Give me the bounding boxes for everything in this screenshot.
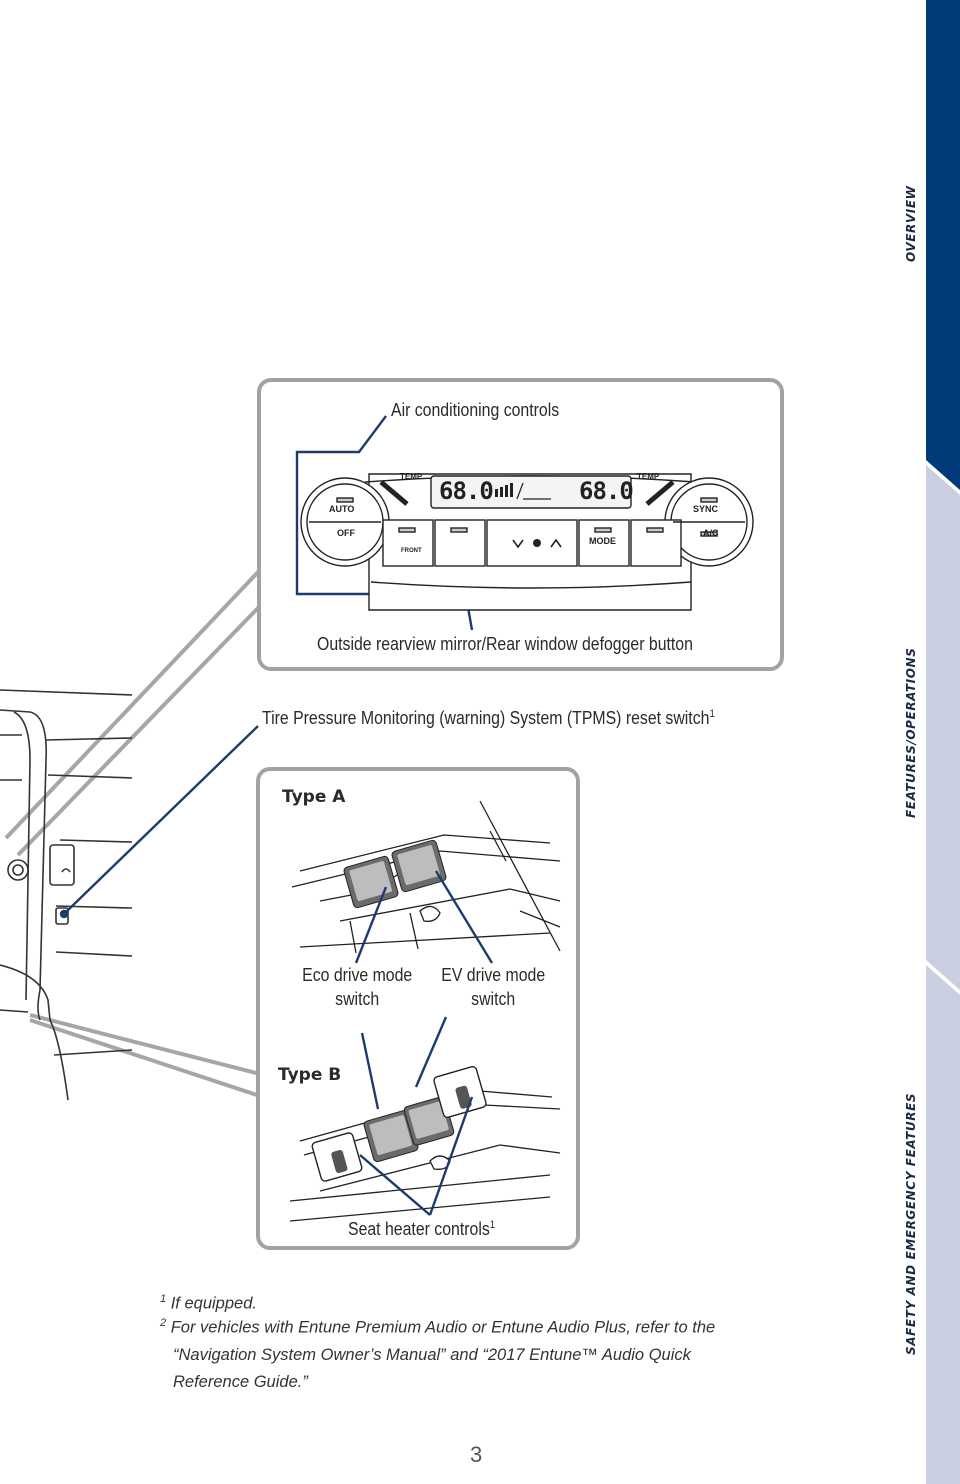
temp-label-left: TEMP — [400, 472, 423, 481]
recirculation-button[interactable] — [630, 519, 682, 567]
ac-bracket-line — [295, 415, 404, 596]
rear-defogger-button[interactable] — [434, 519, 486, 567]
type-b-label: Type B — [278, 1065, 342, 1085]
climate-display — [430, 475, 632, 509]
ac-button-label[interactable]: A/C — [703, 528, 719, 538]
ac-controls-label: Air conditioning controls — [391, 400, 560, 420]
switch-callout-lines — [354, 870, 494, 1216]
type-a-label: Type A — [282, 787, 346, 807]
footnote-2: 2 For vehicles with Entune Premium Audio… — [160, 1317, 716, 1391]
tab-overview-bg — [926, 0, 960, 490]
fan-speed-button[interactable] — [486, 519, 578, 567]
temp-left-readout: 68.0 — [439, 477, 494, 505]
sync-button-label[interactable]: SYNC — [693, 504, 719, 514]
callout-lines — [59, 725, 259, 919]
console-sketch — [0, 689, 133, 1101]
front-button-label: FRONT — [401, 548, 422, 554]
defogger-button-label: Outside rearview mirror/Rear window defo… — [317, 634, 693, 654]
tpms-label: Tire Pressure Monitoring (warning) Syste… — [262, 708, 715, 728]
switch-panel: Type A Type B — [256, 767, 580, 1250]
panel-connectors — [4, 568, 262, 1098]
type-a-buttons — [343, 839, 447, 909]
section-tabs — [926, 0, 960, 1484]
climate-panel: Air conditioning controls Outside rearvi… — [257, 378, 784, 671]
switch-drawings — [289, 800, 561, 1222]
footnote-1: 1 If equipped. — [160, 1293, 257, 1313]
tab-features-bg — [926, 465, 960, 990]
temp-label-right: TEMP — [637, 472, 660, 481]
auto-button-label[interactable]: AUTO — [329, 504, 355, 514]
front-defrost-button[interactable] — [382, 519, 434, 567]
mode-button-label[interactable]: MODE — [589, 536, 616, 546]
tab-safety-bg — [926, 965, 960, 1484]
dashboard-illustration — [0, 568, 262, 1101]
off-button-label[interactable]: OFF — [337, 528, 355, 538]
seat-heater-label: Seat heater controls1 — [348, 1219, 496, 1239]
climate-control-drawing — [295, 415, 754, 631]
fan-icon — [533, 539, 541, 547]
type-b-buttons — [311, 1065, 487, 1182]
page-number: 3 — [470, 1442, 483, 1467]
temp-right-readout: 68.0 — [579, 477, 634, 505]
section-tabs-shapes — [926, 0, 960, 1484]
